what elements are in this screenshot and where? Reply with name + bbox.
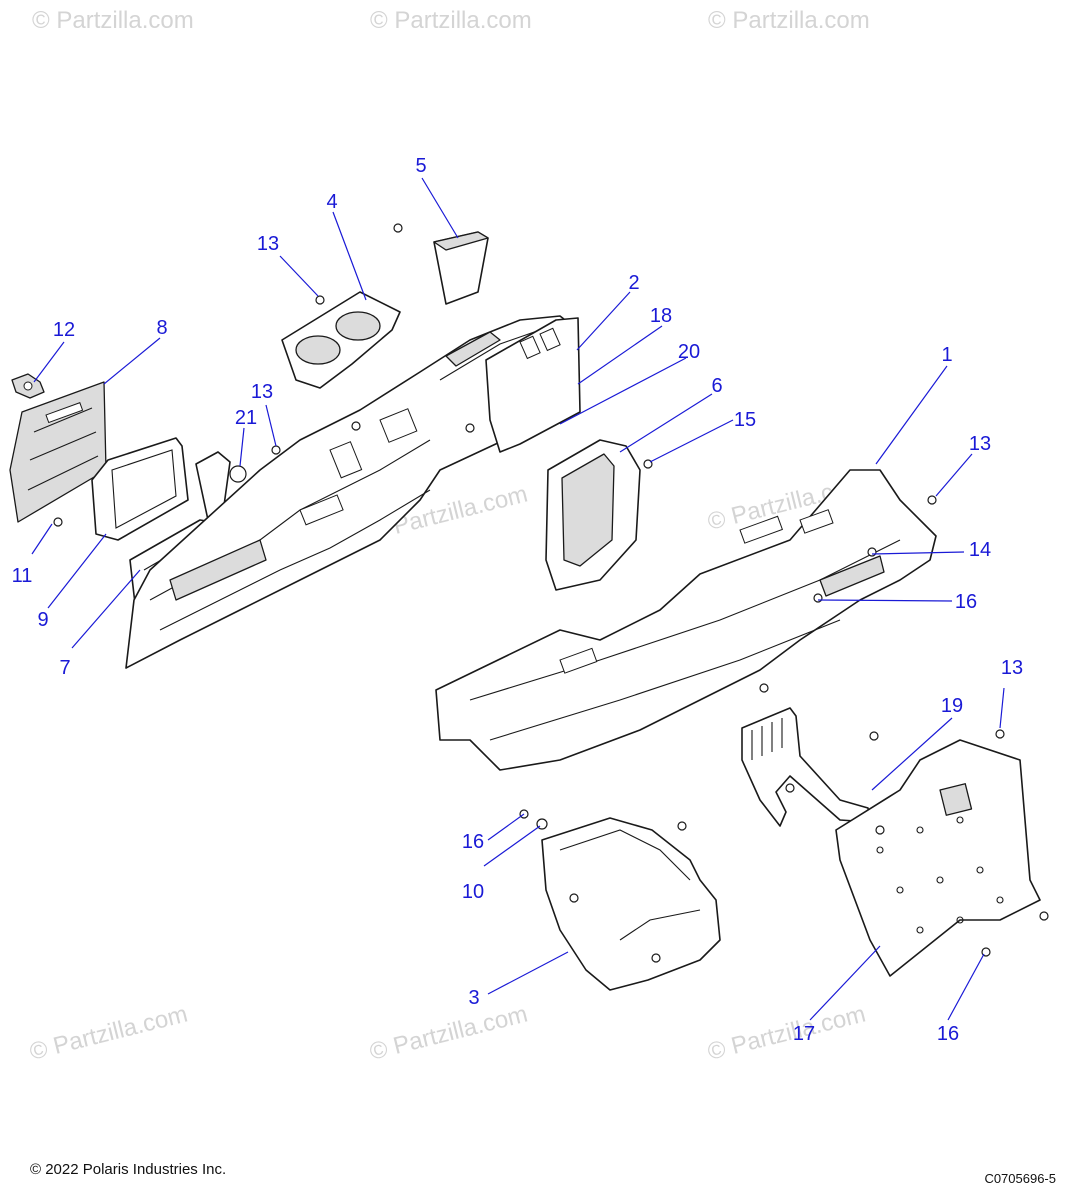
callout-17: 17 [793,1023,815,1045]
part-dash-panel [125,315,579,669]
watermark: © Partzilla.com [27,1001,190,1066]
diagram-code: C0705696-5 [984,1171,1056,1186]
callout-16: 16 [937,1023,959,1045]
callout-15: 15 [734,409,756,431]
copyright-notice: © 2022 Polaris Industries Inc. [30,1161,227,1178]
part-glove-box-door [9,381,107,523]
part-skid-plate [835,739,1041,977]
callout-12: 12 [53,319,75,341]
part-vent-housing [545,439,641,591]
callout-13: 13 [251,381,273,403]
callout-7: 7 [59,657,70,679]
watermark: © Partzilla.com [705,1001,868,1066]
callout-13: 13 [257,233,279,255]
leader-lines [31,177,1005,1021]
part-bracket-strap [741,707,871,827]
part-latch [11,373,45,399]
part-storage-bin [433,231,489,305]
callouts: 1 2 3 4 5 6 7 8 9 10 11 12 13 13 13 13 1… [12,155,1024,1045]
part-engine-cover [541,817,721,991]
part-cup-holder [281,291,401,389]
fasteners [53,223,1049,963]
watermark: © Partzilla.com [370,7,532,34]
callout-1: 1 [941,344,952,366]
watermark: © Partzilla.com [32,7,194,34]
callout-2: 2 [628,272,639,294]
part-cowl-panel [435,469,937,771]
callout-9: 9 [37,609,48,631]
callout-19: 19 [941,695,963,717]
part-side-panel [485,317,581,453]
callout-10: 10 [462,881,484,903]
callout-21: 21 [235,407,257,429]
callout-3: 3 [468,987,479,1009]
callout-13: 13 [969,433,991,455]
callout-14: 14 [969,539,991,561]
callout-8: 8 [156,317,167,339]
callout-20: 20 [678,341,700,363]
callout-18: 18 [650,305,672,327]
callout-16: 16 [462,831,484,853]
part-seal [91,437,189,541]
callout-5: 5 [415,155,426,177]
callout-16: 16 [955,591,977,613]
callout-4: 4 [326,191,337,213]
callout-11: 11 [12,565,33,587]
callout-6: 6 [711,375,722,397]
watermark: © Partzilla.com [367,1001,530,1066]
watermark: © Partzilla.com [708,7,870,34]
callout-13: 13 [1001,657,1023,679]
